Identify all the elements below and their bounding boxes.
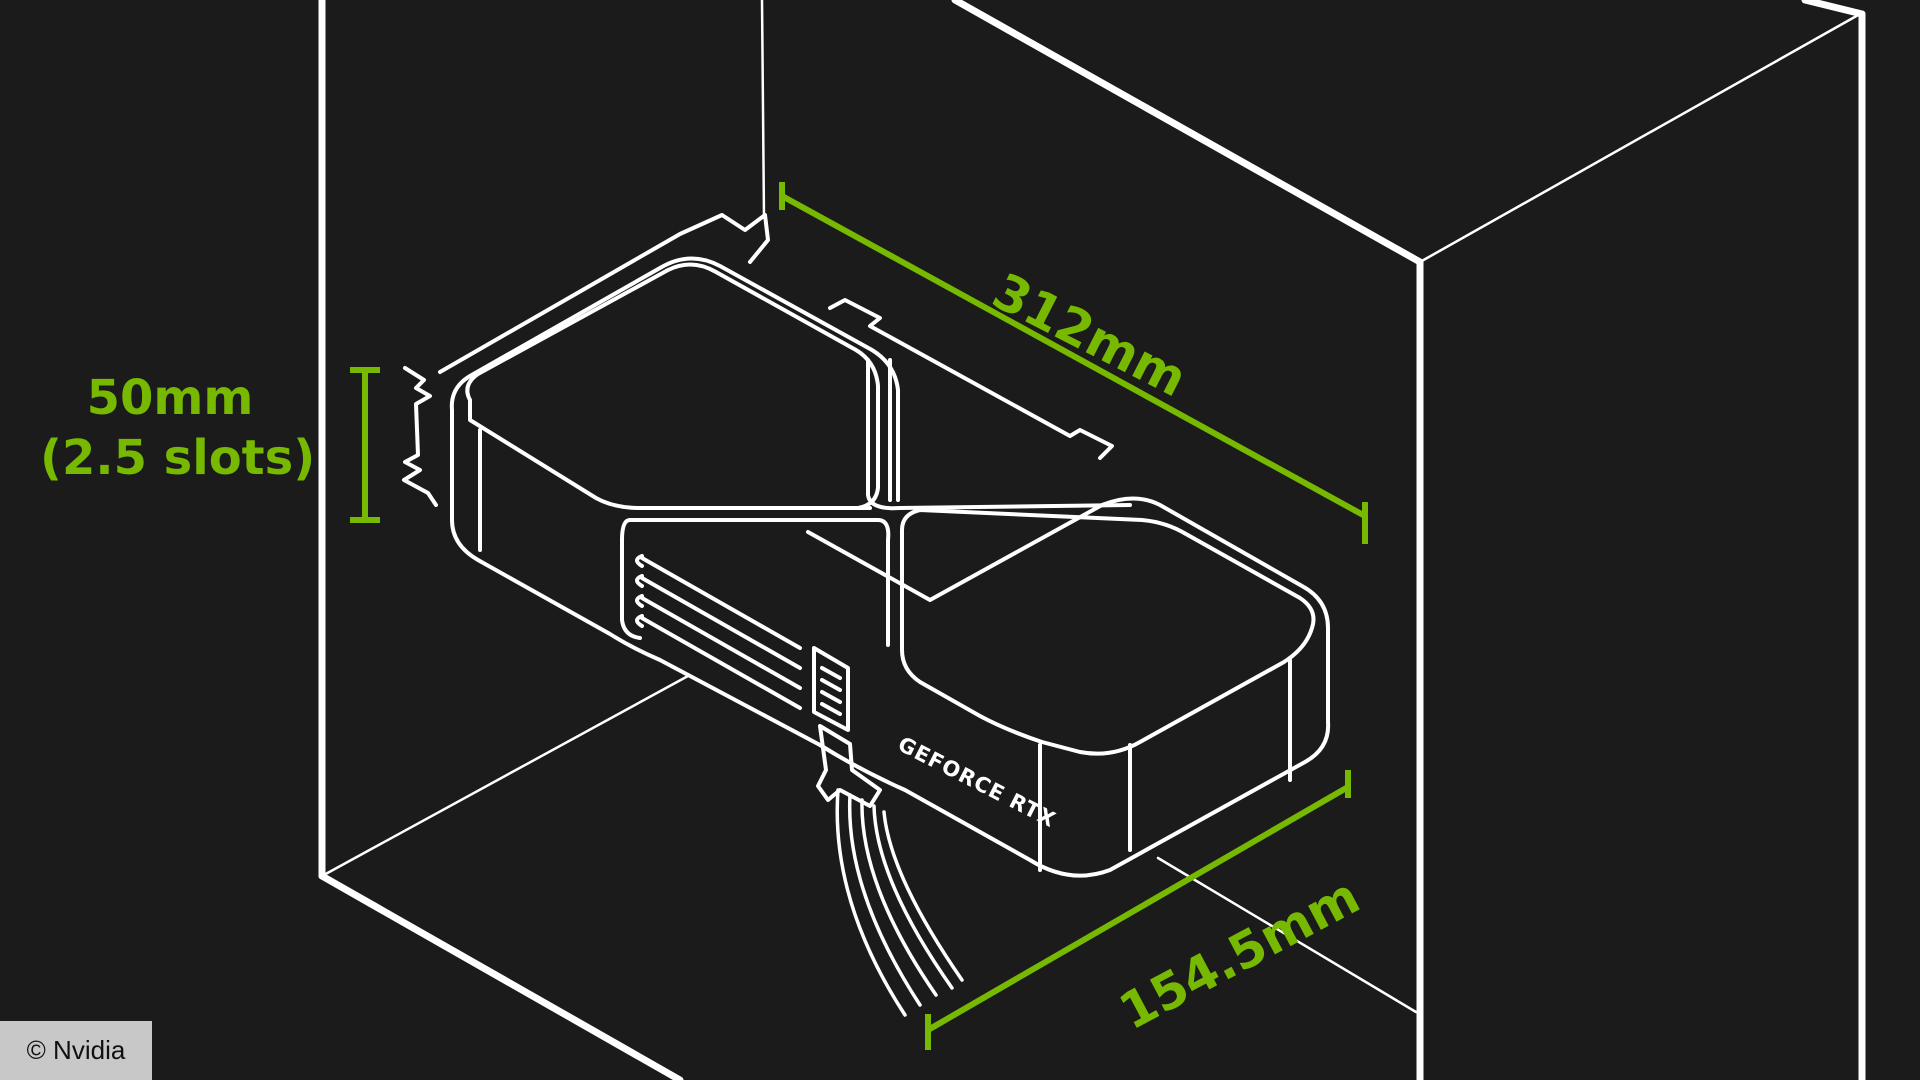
card-shell xyxy=(450,408,1331,878)
graphics-card xyxy=(402,213,1331,1017)
top-plate-right xyxy=(900,508,1316,756)
case-box xyxy=(318,0,1866,1080)
power-cable xyxy=(835,788,964,1017)
slot-count: (2.5 slots) xyxy=(40,430,316,486)
io-bracket xyxy=(402,366,438,507)
width-dimension-line xyxy=(925,770,1351,1050)
power-connector xyxy=(812,646,850,732)
height-value: 50mm xyxy=(86,370,254,426)
top-plate-left xyxy=(465,262,880,510)
height-dimension-line xyxy=(350,367,380,523)
credit-text: © Nvidia xyxy=(26,1035,126,1065)
image-credit: © Nvidia xyxy=(0,1021,152,1080)
height-dimension-label: 50mm (2.5 slots) xyxy=(40,368,316,488)
side-vents xyxy=(640,556,802,710)
length-dimension-line xyxy=(779,182,1368,544)
